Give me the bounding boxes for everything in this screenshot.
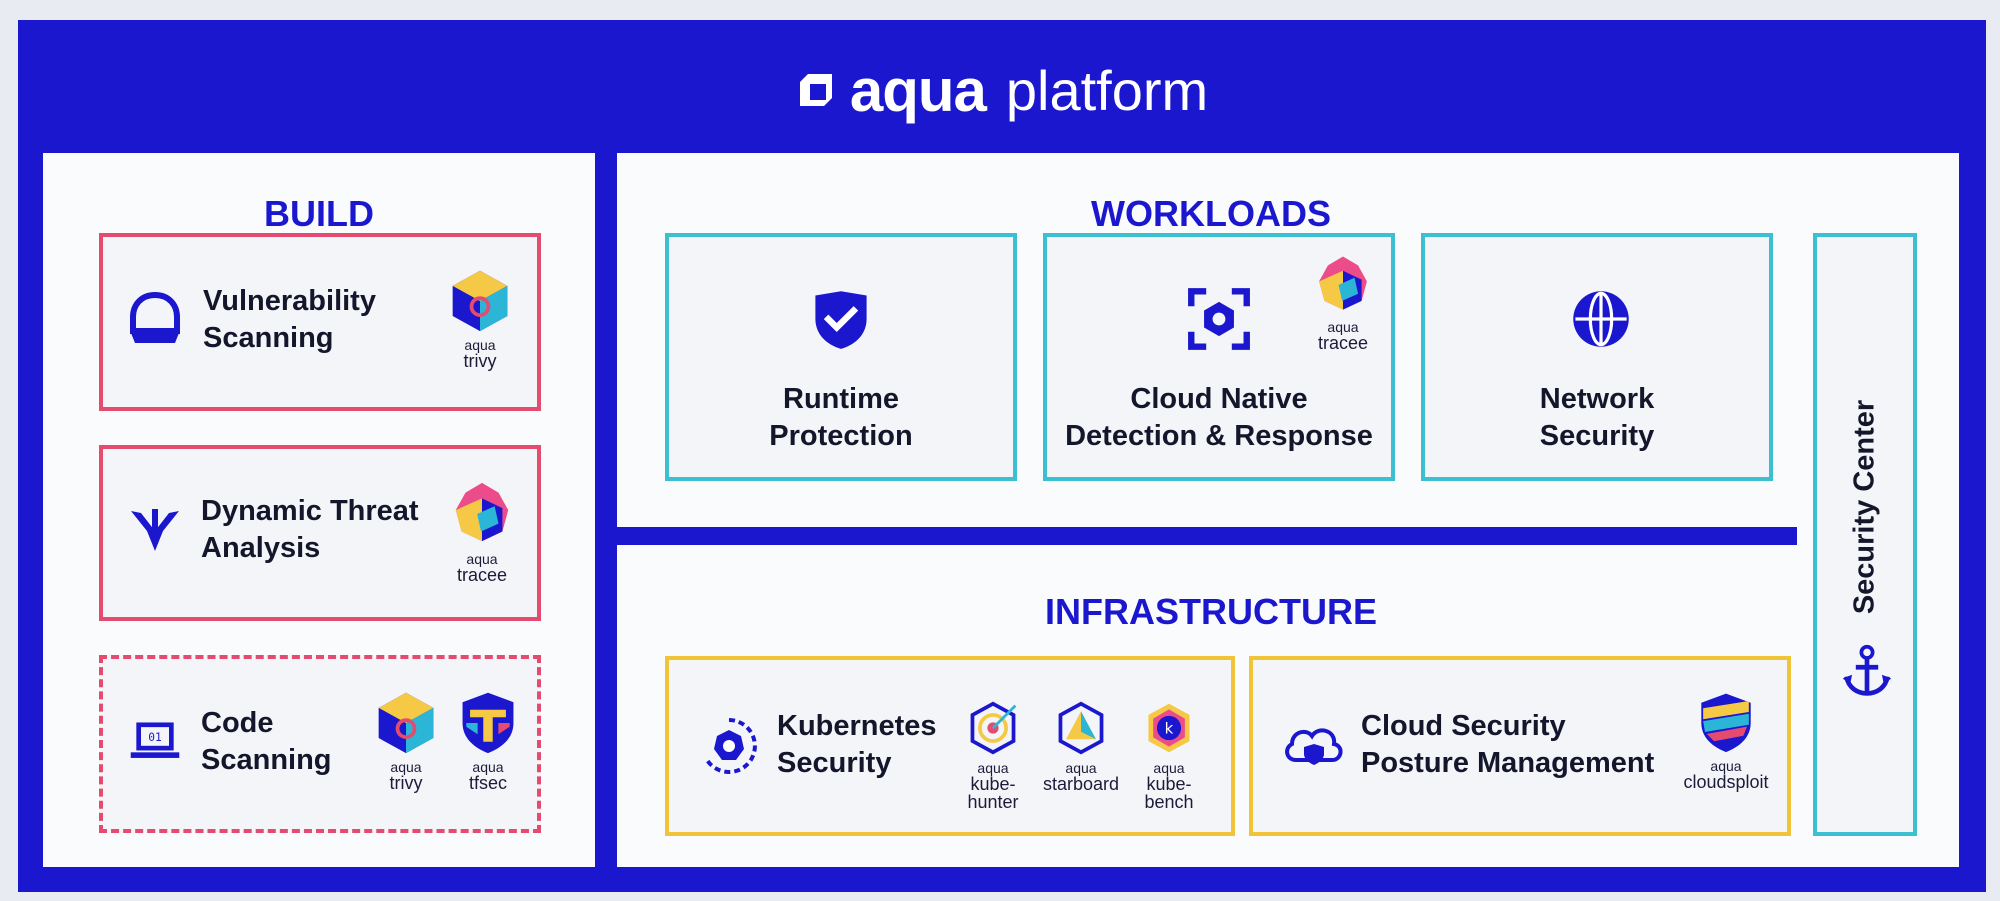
runtime-protection-card[interactable]: Runtime Protection (665, 233, 1017, 481)
tool-name: tracee (456, 565, 508, 585)
tool-vendor: aqua (1065, 760, 1097, 776)
globe-icon (1573, 291, 1629, 347)
trivy-logo: aqua trivy (371, 689, 441, 792)
trivy-logo: aqua trivy (445, 267, 515, 370)
cspm-label: Cloud Security Posture Management (1361, 708, 1654, 782)
cloudsploit-logo: aqua cloudsploit (1683, 690, 1769, 791)
svg-text:k: k (1165, 720, 1174, 738)
tool-vendor: aqua (1327, 319, 1359, 335)
trident-icon (131, 509, 179, 551)
workloads-title: WORKLOADS (1091, 193, 1331, 234)
dynamic-threat-analysis-label: Dynamic Threat Analysis (201, 493, 419, 567)
tool-vendor: aqua (464, 337, 496, 353)
kubernetes-security-label: Kubernetes Security (777, 708, 937, 782)
tool-vendor: aqua (390, 759, 422, 775)
infrastructure-title: INFRASTRUCTURE (1045, 591, 1377, 632)
cloud-shield-icon (1285, 728, 1343, 765)
tool-vendor: aqua (466, 551, 498, 567)
card-title-line2: Security (1539, 420, 1655, 452)
kubernetes-icon (705, 718, 757, 774)
card-title-line1: Kubernetes (777, 710, 937, 742)
tool-vendor: aqua (977, 760, 1009, 776)
product-name: platform (1005, 58, 1209, 122)
tracee-logo: aqua tracee (1309, 253, 1377, 352)
code-scanning-card[interactable]: 01 Code Scanning aqua trivy (99, 655, 541, 833)
shield-check-icon (815, 291, 867, 349)
cloud-native-detection-response-card[interactable]: aqua tracee Cloud Native Detection & Res… (1043, 233, 1395, 481)
card-title-line1: Runtime (783, 383, 899, 415)
dynamic-threat-analysis-card[interactable]: Dynamic Threat Analysis aqua tracee (99, 445, 541, 621)
cloud-native-detection-response-label: Cloud Native Detection & Response (1047, 381, 1391, 455)
kube-hunter-target-icon (970, 701, 1017, 755)
tracee-logo: aqua tracee (445, 479, 519, 584)
cloudsploit-shield-icon (1701, 693, 1751, 753)
card-title-line1: Cloud Security (1361, 710, 1566, 742)
starboard-logo: aqua starboard (1039, 700, 1123, 793)
tracee-icon (1319, 256, 1367, 310)
aqua-platform-frame: aqua platform BUILD Vulnerability Scanni… (18, 20, 1986, 892)
vulnerability-scanning-card[interactable]: Vulnerability Scanning aqua trivy (99, 233, 541, 411)
shield-scan-icon (130, 291, 180, 343)
detection-target-icon (1188, 288, 1250, 350)
brand-name: aqua (849, 56, 987, 124)
tfsec-logo: aqua tfsec (451, 689, 525, 792)
vulnerability-scanning-label: Vulnerability Scanning (203, 283, 376, 357)
tool-name: cloudsploit (1683, 772, 1769, 792)
kube-bench-logo: k aqua kube-bench (1123, 700, 1215, 811)
card-title-line2: Scanning (203, 322, 334, 354)
tool-name: kube-bench (1144, 774, 1194, 812)
card-title-line2: Detection & Response (1065, 420, 1373, 452)
kube-bench-icon: k (1148, 703, 1190, 753)
tool-name: trivy (389, 773, 423, 793)
starboard-icon (1058, 701, 1104, 755)
platform-header: aqua platform (18, 50, 1986, 130)
card-title-line2: Scanning (201, 744, 332, 776)
anchor-icon (1842, 644, 1892, 696)
security-center-card[interactable]: Security Center (1813, 233, 1917, 836)
laptop-code-icon: 01 (130, 722, 180, 758)
trivy-icon (378, 692, 434, 754)
card-title-line2: Protection (769, 420, 913, 452)
card-title-line2: Analysis (201, 532, 321, 564)
card-title-line1: Network (1539, 383, 1655, 415)
aqua-logo-icon (799, 74, 832, 106)
card-title-line2: Posture Management (1361, 747, 1655, 779)
tfsec-shield-icon (462, 692, 514, 754)
tool-vendor: aqua (1710, 758, 1742, 774)
tool-name: trivy (463, 351, 497, 371)
card-title-line1: Code (201, 707, 274, 739)
cspm-card[interactable]: Cloud Security Posture Management aqua c… (1249, 656, 1791, 836)
network-security-card[interactable]: Network Security (1421, 233, 1773, 481)
build-panel: BUILD Vulnerability Scanning aqua trivy (43, 153, 595, 867)
code-scanning-label: Code Scanning (201, 705, 332, 779)
workloads-infrastructure-panel: WORKLOADS Runtime Protection (617, 153, 1959, 867)
card-title-line1: Vulnerability (203, 285, 376, 317)
runtime-protection-label: Runtime Protection (669, 381, 1013, 455)
tool-name: tfsec (468, 773, 507, 793)
tool-name: starboard (1042, 774, 1120, 794)
tool-name: tracee (1317, 333, 1369, 353)
tool-vendor: aqua (472, 759, 504, 775)
network-security-label: Network Security (1425, 381, 1769, 455)
kubernetes-security-card[interactable]: Kubernetes Security aqua kube-hunter (665, 656, 1235, 836)
card-title-line2: Security (777, 747, 892, 779)
tracee-icon (455, 482, 509, 542)
build-title: BUILD (264, 193, 374, 234)
tool-vendor: aqua (1153, 760, 1185, 776)
card-title-line1: Cloud Native (1130, 383, 1308, 415)
kube-hunter-logo: aqua kube-hunter (947, 700, 1039, 811)
svg-text:01: 01 (148, 731, 161, 744)
card-title-line1: Dynamic Threat (201, 495, 419, 527)
trivy-icon (452, 270, 508, 332)
section-divider (617, 527, 1797, 545)
tool-name: kube-hunter (967, 774, 1019, 812)
security-center-label: Security Center (1848, 399, 1881, 615)
